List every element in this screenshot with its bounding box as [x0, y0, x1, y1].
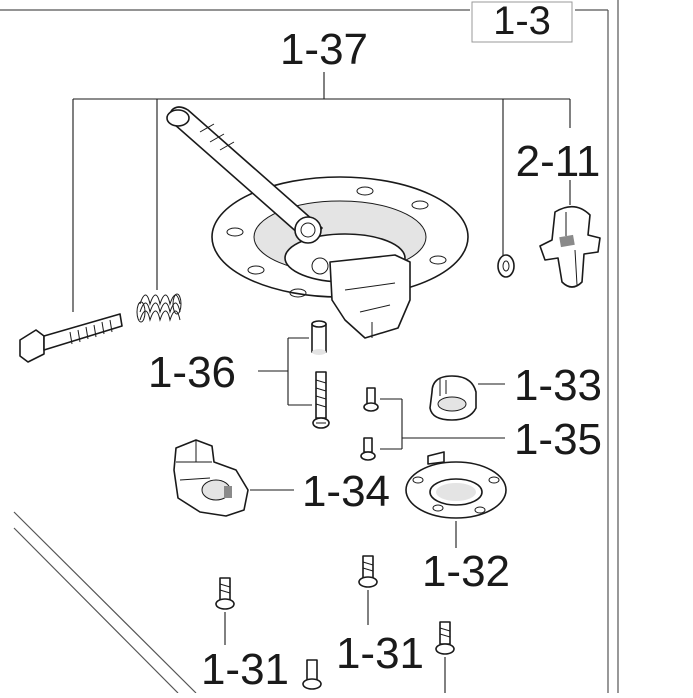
- leader-lines: [72, 72, 571, 693]
- label-latch-block: 1-34: [302, 467, 390, 516]
- header-reference: 1-3: [471, 0, 573, 43]
- latch-block-drawing: [173, 439, 249, 517]
- label-wing-knob: 2-11: [516, 137, 601, 186]
- round-flange-drawing: [405, 451, 507, 519]
- wing-knob-drawing: [539, 205, 601, 288]
- long-hex-bolt-drawing: [19, 313, 123, 363]
- label-screw-left: 1-31: [201, 645, 289, 693]
- small-screw-drawing: [215, 555, 455, 690]
- clamp-collar-drawing: [429, 375, 477, 421]
- sleeve-pin-drawing: [311, 320, 327, 355]
- long-screw-drawing: [312, 371, 330, 429]
- label-flange: 1-32: [422, 547, 510, 596]
- page-frame: [0, 0, 619, 694]
- small-screw-drawing: [360, 387, 379, 461]
- header-ref-text: 1-3: [493, 0, 551, 43]
- lever-base-plate-drawing: [166, 106, 469, 339]
- coil-spring-drawing: [136, 293, 182, 323]
- label-collar-screws: 1-35: [514, 415, 602, 464]
- callout-labels: 1-37 2-11 1-36 1-33 1-35 1-34 1-32 1-31 …: [148, 25, 602, 694]
- label-assembly: 1-37: [280, 25, 368, 74]
- label-screw-right: 1-31: [336, 629, 424, 678]
- label-pin-set: 1-36: [148, 348, 236, 397]
- washer-drawing: [497, 254, 515, 278]
- label-clamp-collar: 1-33: [514, 361, 602, 410]
